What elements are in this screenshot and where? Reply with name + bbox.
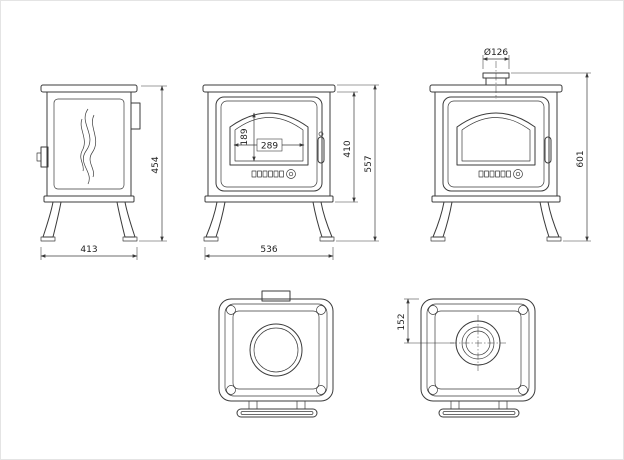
dim-body-height: 410	[335, 91, 358, 203]
top-plate-outer	[218, 298, 334, 402]
dim-flue-offset-label: 152	[397, 313, 407, 330]
rear-flue-outlet	[130, 102, 141, 130]
dim-total-height: 557	[336, 84, 379, 242]
flue-glass-window-inner	[461, 117, 531, 162]
flue-vent-knob	[513, 169, 523, 179]
top2-corner-ornaments	[428, 305, 528, 395]
side-door-latch	[36, 152, 42, 162]
side-rear-foot	[122, 236, 138, 242]
top2-plate-middle	[426, 303, 530, 397]
dim-side-width: 413	[40, 245, 138, 260]
flue-base-plate	[431, 195, 561, 203]
top-flue-opening-outer	[249, 323, 303, 377]
front-view: 189 289 536 410 557	[202, 84, 379, 260]
side-rear-leg	[116, 201, 136, 238]
flue-glass-window	[456, 112, 536, 166]
side-top-plate	[40, 84, 138, 93]
dim-glass-height-label: 189	[240, 128, 250, 145]
front-air-vents	[251, 169, 296, 179]
dim-flue-diameter: Ø126	[482, 47, 510, 69]
front-door	[215, 96, 323, 192]
flue-door-frame	[447, 100, 545, 188]
side-view: 413 454	[36, 84, 167, 260]
flue-door-handle	[544, 136, 552, 164]
dim-glass-width-label: 289	[261, 142, 278, 152]
front-right-foot	[319, 236, 335, 242]
flue-door	[442, 96, 550, 192]
top-handle-bar	[236, 400, 318, 418]
flue-body	[434, 91, 558, 197]
front-left-foot	[203, 236, 219, 242]
dim-side-width-label: 413	[80, 245, 97, 255]
front-left-leg	[205, 201, 226, 238]
flue-left-leg	[432, 201, 453, 238]
dim-flue-diameter-label: Ø126	[484, 47, 509, 58]
dim-body-height-label: 410	[343, 140, 353, 157]
front-view-flue: Ø126 601	[429, 47, 591, 242]
front-door-handle	[317, 136, 325, 164]
dim-glass-height: 189	[240, 112, 256, 162]
top-view-plain	[218, 290, 334, 418]
top-rear-outlet	[261, 290, 291, 302]
dim-front-width-label: 536	[260, 245, 277, 255]
top2-plate-outer	[420, 298, 536, 402]
dim-glass-width: 289	[233, 138, 305, 152]
dim-total-height-label: 557	[364, 155, 374, 172]
front-door-frame	[220, 100, 318, 188]
top-flue-opening-inner	[253, 327, 299, 373]
flame-ornament-icon	[80, 108, 97, 185]
front-glass-window-inner	[234, 117, 304, 162]
dim-side-height: 454	[139, 85, 167, 242]
dim-side-height-label: 454	[151, 156, 161, 173]
top-corner-ornaments	[226, 305, 326, 395]
dim-overall-height: 601	[511, 72, 591, 242]
front-right-leg	[312, 201, 333, 238]
top2-handle-bar	[438, 400, 520, 418]
flue-right-leg	[539, 201, 560, 238]
side-front-leg	[42, 201, 62, 238]
top-plate-middle	[224, 303, 328, 397]
dim-flue-offset: 152	[397, 298, 454, 344]
dim-overall-height-label: 601	[576, 150, 586, 167]
side-front-foot	[40, 236, 56, 242]
flue-left-foot	[430, 236, 446, 242]
top2-plate-inner	[434, 310, 522, 390]
front-handle-pivot	[318, 131, 324, 137]
top-plate-inner	[232, 310, 320, 390]
front-top-plate	[202, 84, 336, 93]
side-panel	[53, 98, 125, 190]
flue-air-vents	[478, 169, 523, 179]
front-vent-knob	[286, 169, 296, 179]
top-view-flue: 152	[397, 298, 536, 418]
dim-front-width: 536	[204, 245, 334, 260]
flue-right-foot	[546, 236, 562, 242]
side-base-plate	[43, 195, 135, 203]
front-glass-window	[229, 112, 309, 166]
front-base-plate	[204, 195, 334, 203]
